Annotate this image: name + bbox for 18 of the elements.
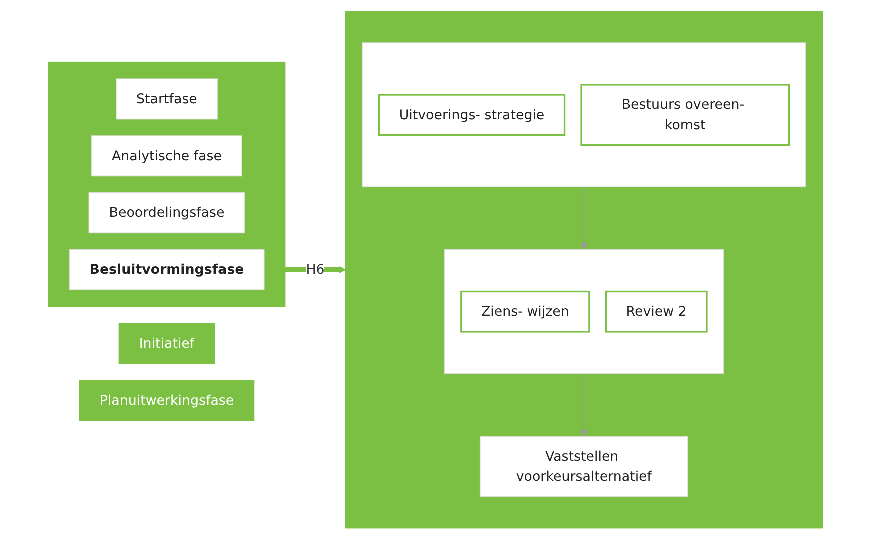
node-box: Planuitwerkingsfase (80, 380, 255, 422)
node-box: Startfase (116, 78, 218, 120)
node-box: Analytische fase (92, 136, 243, 177)
cluster (346, 11, 824, 529)
node-box: Review 2 (606, 290, 708, 333)
node-box: Besluitvormingsfase (70, 249, 266, 290)
arrow (580, 373, 588, 437)
cluster (48, 62, 286, 308)
node-box: Beoordelingsfase (89, 192, 246, 234)
node-box: Bestuurs overeen- komst (581, 84, 790, 146)
node-box: Uitvoerings- strategie (378, 94, 566, 136)
edge-label: H6 (306, 262, 326, 278)
cluster (362, 42, 807, 188)
node-box: Ziens- wijzen (460, 290, 591, 333)
arrow (580, 186, 588, 250)
cluster (444, 249, 724, 374)
node-box: Vaststellen voorkeursalternatief (480, 436, 689, 498)
node-box: Initiatief (119, 323, 216, 364)
